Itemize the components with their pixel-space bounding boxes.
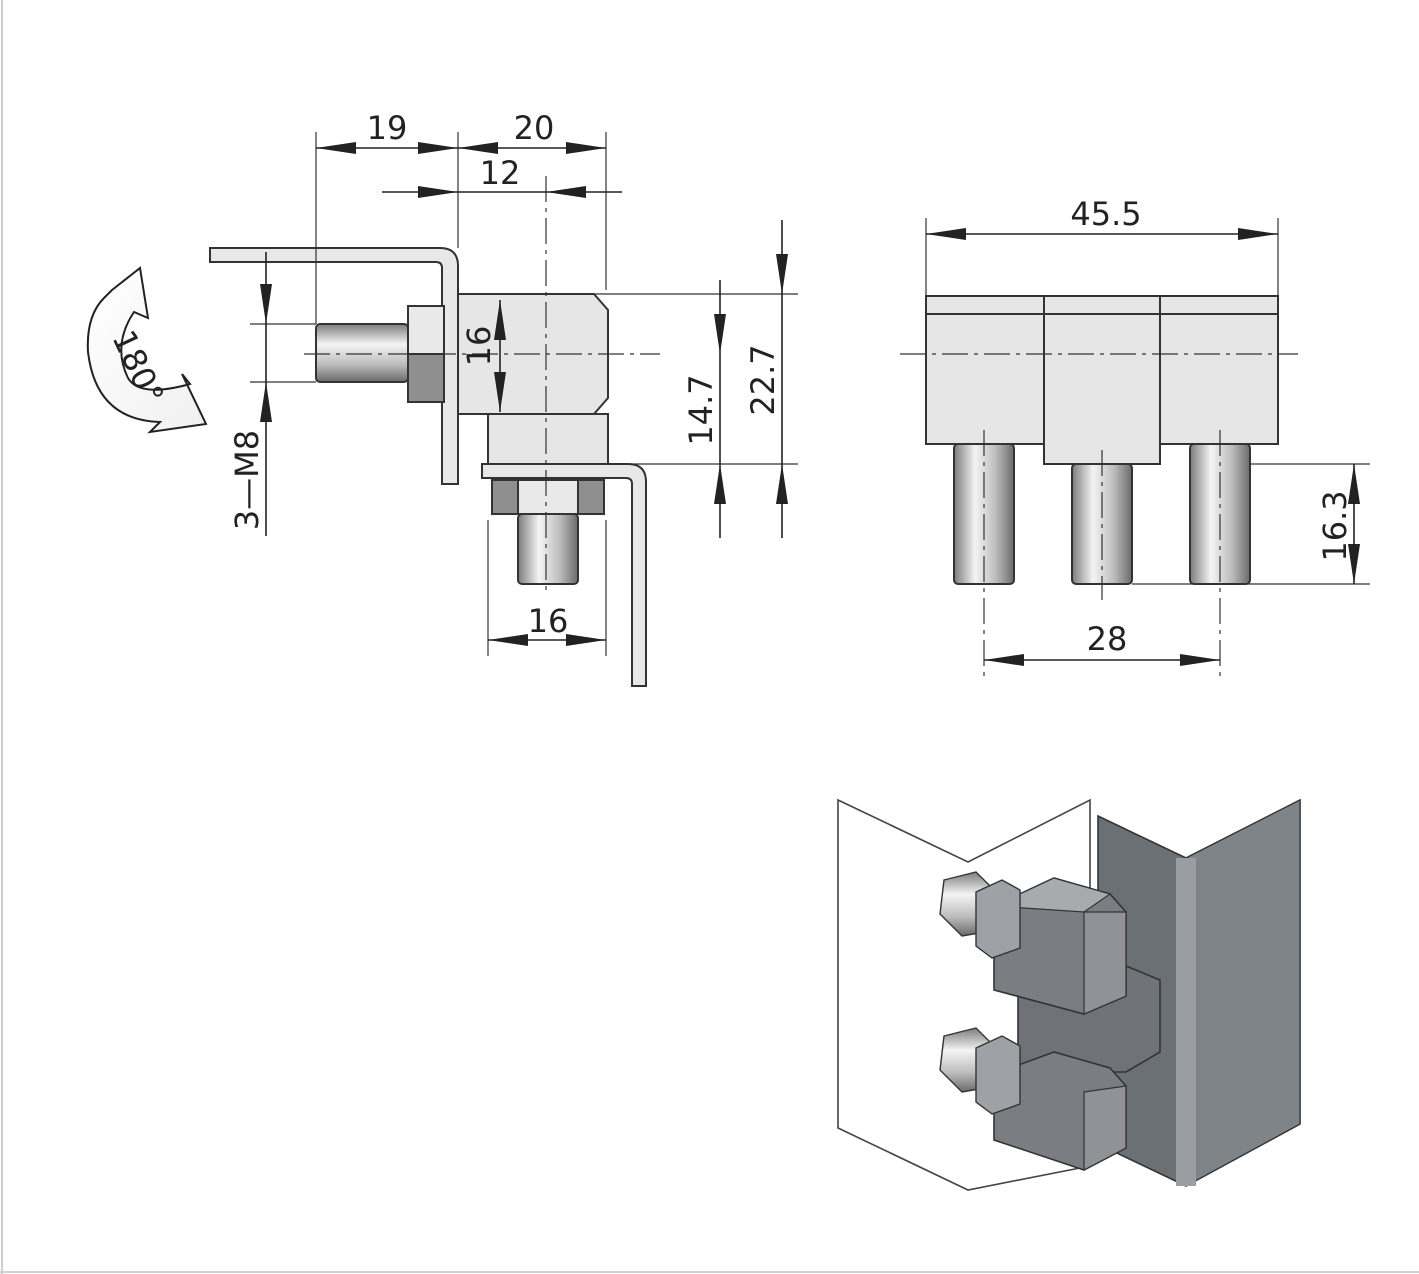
arrowhead bbox=[1348, 544, 1360, 584]
dim-label-16-horizontal: 16 bbox=[528, 602, 569, 640]
side-view: 19 20 12 16 14.7 22.7 16 bbox=[86, 109, 798, 687]
threaded-pin-vertical bbox=[517, 513, 579, 585]
dim-label-20: 20 bbox=[514, 109, 555, 147]
arrowhead bbox=[566, 634, 606, 646]
hex-nut-side-dark bbox=[407, 353, 445, 403]
threaded-pin-horizontal bbox=[315, 323, 409, 383]
dim-label-19: 19 bbox=[367, 109, 408, 147]
arrowhead bbox=[1348, 464, 1360, 504]
arrowhead bbox=[1180, 654, 1220, 666]
front-knuckle-middle bbox=[1043, 295, 1161, 465]
arrowhead bbox=[714, 464, 726, 504]
dim-label-16-3: 16.3 bbox=[1316, 490, 1354, 561]
arrowhead bbox=[260, 382, 272, 422]
dim-label-16-vertical: 16 bbox=[460, 326, 498, 367]
hinge-block-lower bbox=[487, 413, 609, 465]
iso-angle-bend bbox=[1176, 858, 1196, 1186]
iso-dark-angle-face bbox=[1185, 799, 1301, 1188]
upper-bracket bbox=[209, 247, 459, 485]
arrowhead bbox=[494, 372, 506, 412]
arrowhead bbox=[418, 142, 458, 154]
arrowhead bbox=[566, 142, 606, 154]
hex-nut-bottom-dark-right bbox=[577, 479, 605, 515]
arrowhead bbox=[1238, 228, 1278, 240]
arrowhead bbox=[776, 254, 788, 294]
arrowhead bbox=[714, 314, 726, 354]
thread-label: 3—M8 bbox=[228, 430, 266, 530]
dim-label-12: 12 bbox=[480, 154, 521, 192]
iso-knuckle-upper-top bbox=[993, 877, 1112, 913]
lower-bracket bbox=[481, 463, 647, 687]
dim-label-14-7: 14.7 bbox=[682, 374, 720, 445]
hex-nut-bottom-light bbox=[517, 479, 579, 515]
arrowhead bbox=[458, 142, 498, 154]
dim-label-45-5: 45.5 bbox=[1070, 195, 1141, 233]
rotation-arrow-icon bbox=[86, 266, 208, 434]
arrowhead bbox=[926, 228, 966, 240]
iso-nut-lower bbox=[975, 1035, 1021, 1115]
front-knuckle-right bbox=[1159, 295, 1279, 445]
isometric-view bbox=[837, 798, 1301, 1191]
iso-knuckle-upper-side bbox=[1083, 911, 1127, 1015]
arrowhead bbox=[418, 186, 458, 198]
arrowhead bbox=[984, 654, 1024, 666]
hex-nut-side-light bbox=[407, 305, 445, 355]
dim-label-22-7: 22.7 bbox=[744, 344, 782, 415]
iso-knuckle-lower-side bbox=[1083, 1085, 1127, 1171]
hex-nut-bottom-dark-left bbox=[491, 479, 519, 515]
arrowhead bbox=[494, 300, 506, 340]
iso-nut-upper bbox=[975, 879, 1021, 959]
arrowhead bbox=[776, 464, 788, 504]
arrowhead bbox=[260, 284, 272, 324]
arrowhead bbox=[546, 186, 586, 198]
front-knuckle-left bbox=[925, 295, 1045, 445]
arrowhead bbox=[488, 634, 528, 646]
arrowhead bbox=[316, 142, 356, 154]
dim-label-28: 28 bbox=[1087, 620, 1128, 658]
front-view: 45.5 16.3 28 bbox=[900, 195, 1370, 676]
